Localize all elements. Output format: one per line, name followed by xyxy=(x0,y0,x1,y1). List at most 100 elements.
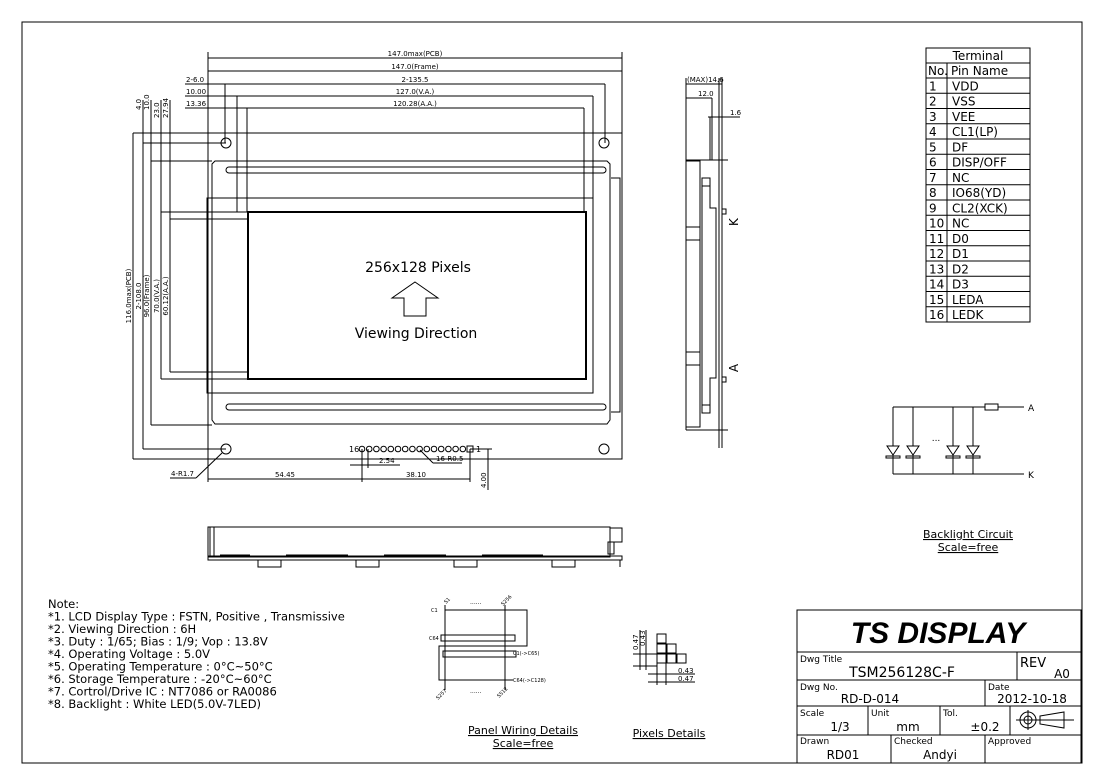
side-a-label: A xyxy=(727,363,741,372)
dim-pin-pitch: 2.54 xyxy=(379,457,395,465)
terminal-pin-name: D0 xyxy=(952,232,969,246)
pin-hole xyxy=(409,445,416,453)
terminal-pin-name: D2 xyxy=(952,262,969,276)
pixel-size-h: 0.43 xyxy=(678,667,694,675)
pixels-details: 0.47 0.43 0.43 0.47 Pixels Details xyxy=(632,630,706,740)
pin-hole xyxy=(437,445,445,453)
terminal-pin-no: 8 xyxy=(929,186,937,200)
projection-symbol-icon xyxy=(1016,710,1074,730)
note-item: *7. Cortrol/Drive IC : NT7086 or RA0086 xyxy=(48,685,277,699)
dim-hole-spacing: 2-135.5 xyxy=(401,76,428,84)
dim-frame-height: 96.0(Frame) xyxy=(143,274,151,317)
dim-pcb-height: 116.0max(PCB) xyxy=(125,268,133,323)
dim-hole-vspacing: 2-108.0 xyxy=(135,282,143,309)
dim-va-height: 70.0(V.A.) xyxy=(153,279,161,313)
backlight-scale: Scale=free xyxy=(938,541,999,554)
dim-pin-offset: 54.45 xyxy=(275,471,295,479)
notes: Note: *1. LCD Display Type : FSTN, Posit… xyxy=(48,597,345,711)
terminal-pin-no: 7 xyxy=(929,171,937,185)
terminal-pin-no: 9 xyxy=(929,201,937,215)
note-item: *2. Viewing Direction : 6H xyxy=(48,622,196,636)
terminal-title: Terminal xyxy=(952,49,1004,63)
terminal-pin-no: 6 xyxy=(929,156,937,170)
pin-hole xyxy=(365,445,373,453)
dim-pin-span: 38.10 xyxy=(406,471,426,479)
pixels-details-title: Pixels Details xyxy=(633,727,706,740)
pin-hole xyxy=(380,445,387,453)
led-bar xyxy=(945,455,961,459)
terminal-pin-name: VSS xyxy=(952,95,975,109)
dim-thickness-16: 1.6 xyxy=(730,109,742,117)
seg-s257: S257 xyxy=(435,688,448,701)
viewing-direction-label: Viewing Direction xyxy=(355,326,478,342)
dim-pcb-width: 147.0max(PCB) xyxy=(388,50,443,58)
terminal-pin-name: CL2(XCK) xyxy=(952,201,1008,215)
terminal-pin-no: 1 xyxy=(929,79,937,93)
dwg-no-label: Dwg No. xyxy=(800,683,838,693)
pixel-size-v: 0.43 xyxy=(639,630,647,646)
unit-value: mm xyxy=(896,720,919,734)
seg-dots: ...... xyxy=(470,688,482,695)
checked-value: Andyi xyxy=(923,748,957,762)
notes-heading: Note: xyxy=(48,597,79,611)
terminal-pin-name: DF xyxy=(952,140,968,154)
terminal-pin-no: 3 xyxy=(929,110,937,124)
dim-voffset: 27.94 xyxy=(162,97,170,118)
led-icon xyxy=(966,445,980,456)
rev-value: A0 xyxy=(1054,667,1070,681)
cathode-label: K xyxy=(1028,471,1035,481)
note-item: *6. Storage Temperature : -20°C~60°C xyxy=(48,672,272,686)
pin-hole xyxy=(452,445,459,453)
pin-header xyxy=(358,445,474,453)
dim-max-thickness: (MAX)14.6 xyxy=(687,76,724,84)
dim-offset: 13.36 xyxy=(186,100,207,108)
terminal-pin-name: VDD xyxy=(952,79,979,93)
approved-label: Approved xyxy=(988,737,1031,747)
terminal-col-name: Pin Name xyxy=(951,64,1008,78)
dim-pin-edge: 4.00 xyxy=(480,472,488,488)
terminal-pin-name: NC xyxy=(952,171,969,185)
pin-hole xyxy=(430,445,438,453)
dim-voffset: 4.0 xyxy=(135,99,143,110)
dim-aa-height: 60.12(A.A.) xyxy=(162,276,170,316)
led-bar xyxy=(905,455,921,459)
terminal-pin-no: 10 xyxy=(929,217,944,231)
pixels-label: 256x128 Pixels xyxy=(365,260,471,276)
pixel-pitch-h: 0.47 xyxy=(678,675,694,683)
terminal-pin-no: 16 xyxy=(929,308,944,322)
com-c64-128: C64(->C128) xyxy=(513,678,546,684)
dim-voffset: 23.0 xyxy=(153,102,161,118)
pin-hole xyxy=(394,445,402,453)
tol-label: Tol. xyxy=(942,709,958,719)
company-logo: TS DISPLAY xyxy=(851,617,1028,650)
led-bar xyxy=(885,455,901,459)
dim-offset: 2-6.0 xyxy=(186,76,204,84)
terminal-pin-name: CL1(LP) xyxy=(952,125,998,139)
note-item: *3. Duty : 1/65; Bias : 1/9; Vop : 13.8V xyxy=(48,635,268,649)
note-item: *8. Backlight : White LED(5.0V-7LED) xyxy=(48,697,261,711)
mount-hole xyxy=(598,443,610,455)
seg-s256: S256 xyxy=(500,594,513,607)
drawn-value: RD01 xyxy=(827,748,860,762)
dim-voffset: 10.0 xyxy=(143,94,151,110)
led-icon xyxy=(906,445,920,456)
com-c1-65: C1(->C65) xyxy=(513,651,539,657)
terminal-pin-name: D1 xyxy=(952,247,969,261)
terminal-pin-no: 11 xyxy=(929,232,944,246)
dim-aa-width: 120.28(A.A.) xyxy=(393,100,437,108)
anode-label: A xyxy=(1028,404,1035,414)
led-ellipsis: ... xyxy=(932,434,941,444)
dwg-title-label: Dwg Title xyxy=(800,655,843,665)
pin-hole xyxy=(416,445,423,453)
terminal-pin-no: 12 xyxy=(929,247,944,261)
seg-s512: S512 xyxy=(496,686,509,699)
title-block: TS DISPLAY Dwg Title TSM256128C-F REV A0… xyxy=(796,609,1082,764)
dim-va-width: 127.0(V.A.) xyxy=(396,88,435,96)
pin-hole xyxy=(423,445,431,453)
terminal-pin-name: D3 xyxy=(952,278,969,292)
panel-wiring-title: Panel Wiring Details xyxy=(468,724,578,737)
terminal-pin-name: LEDA xyxy=(952,293,984,307)
terminal-pin-name: NC xyxy=(952,217,969,231)
